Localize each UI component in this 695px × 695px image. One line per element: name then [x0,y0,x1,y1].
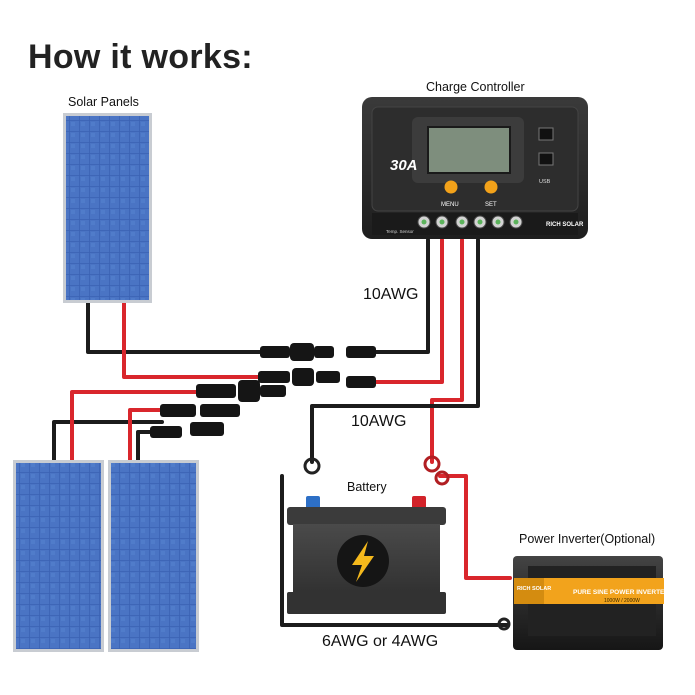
menu-button-label: MENU [441,202,459,208]
top-panel-negative-wire [86,301,264,354]
menu-button [444,180,458,194]
solar-panel-bottom-right [108,460,199,652]
battery-label: Battery [347,480,387,494]
bottom-right-negative-wire [136,430,157,464]
inverter-negative-wire [280,474,510,627]
inverter-brand: RICH SOLAR [517,586,551,592]
power-inverter: RICH SOLAR PURE SINE POWER INVERTER 1000… [513,556,669,650]
wire-gauge-label-1: 10AWG [363,286,419,303]
bottom-left-positive-wire [70,390,200,464]
inverter-rating: 1000W / 2000W [604,598,640,604]
set-button [484,180,498,194]
controller-brand: RICH SOLAR [546,222,584,228]
page-title: How it works: [28,38,253,76]
bottom-left-negative-wire [52,420,164,464]
ring-terminals [303,455,511,631]
lcd-screen [427,126,511,174]
set-button-label: SET [485,202,497,208]
wiring [52,238,512,627]
wire-gauge-label-3: 6AWG or 4AWG [322,633,439,650]
battery-positive-wire [430,238,464,464]
battery-negative-wire [310,238,480,464]
usb-port-2 [538,152,554,166]
inverter-model: PURE SINE POWER INVERTER [573,589,669,596]
solar-panels-label: Solar Panels [68,95,139,109]
controller-rating: 30A [390,157,418,174]
battery-terminal-negative [306,496,320,510]
top-panel-positive-wire [122,301,264,379]
bottom-right-positive-wire [128,408,174,464]
usb-port-1 [538,127,554,141]
solar-panel-bottom-left [13,460,104,652]
charge-controller-label: Charge Controller [426,80,525,94]
inverter-label: Power Inverter(Optional) [519,532,656,546]
temp-sensor-label: Temp. Sensor [386,229,414,234]
battery [287,496,446,614]
mc4-connectors [150,343,376,438]
wire-gauge-label-2: 10AWG [351,413,407,430]
pv-positive-to-controller [370,238,444,384]
pv-negative-to-controller [370,238,430,354]
inverter-positive-wire [438,474,512,580]
solar-panel-top [63,113,152,303]
battery-terminal-positive [412,496,426,510]
charge-controller: 30A MENU SET USB Temp. Sensor RICH SOLAR [362,97,588,239]
usb-label: USB [539,179,551,185]
